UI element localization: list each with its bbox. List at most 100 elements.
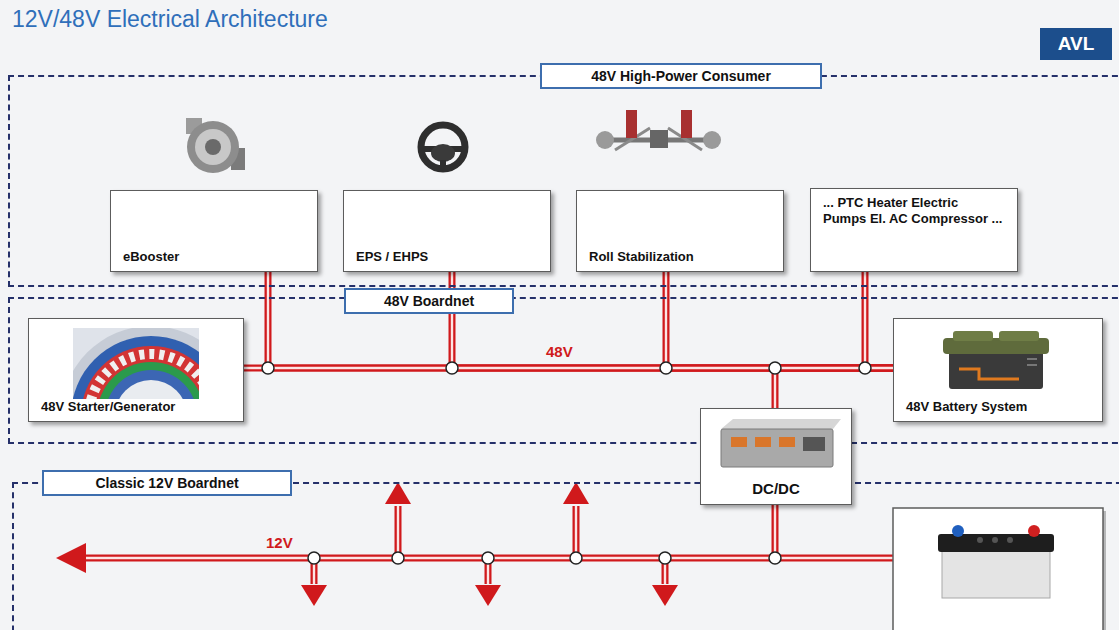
component-label: 48V Starter/Generator — [41, 399, 175, 415]
bus-12v-wire — [82, 505, 893, 584]
region-label: 48V High-Power Consumer — [591, 68, 771, 84]
bus-connector — [775, 368, 893, 408]
battery-12v-box — [942, 548, 1050, 598]
component-box: DC/DC — [700, 408, 852, 505]
region-band: 48V High-Power ConsumereBoosterEPS / EHP… — [8, 75, 1119, 287]
region-label: 48V Boardnet — [384, 293, 474, 309]
stator-image — [81, 346, 199, 399]
junction-dots — [308, 552, 320, 564]
junction-dot — [660, 362, 672, 374]
component-box: Roll Stabilization — [576, 190, 784, 272]
bus-arrowheads — [652, 585, 678, 606]
axle-icon — [703, 131, 721, 149]
battery-12v-box — [952, 525, 964, 537]
turbo-icon — [205, 139, 221, 155]
region-band: 48V Boardnet 48V Starter/Generator 48V B… — [8, 297, 1119, 444]
battery-48v-image — [953, 331, 993, 341]
component-box: 48V Battery System — [893, 318, 1103, 422]
battery-48v-image — [959, 369, 1019, 379]
steering-wheel-icon — [440, 160, 446, 169]
bus-arrowheads — [475, 585, 501, 606]
battery-48v-image — [949, 349, 1043, 389]
dcdc-image — [755, 437, 771, 447]
component-text: EPS / EHPS — [356, 249, 428, 265]
axle-icon — [596, 110, 721, 150]
dcdc-image — [721, 429, 833, 467]
turbo-icon — [186, 118, 245, 173]
bus-arrowheads — [563, 482, 589, 504]
bus-12v-wire — [82, 505, 893, 584]
component-label: DC/DC — [752, 480, 800, 498]
turbo-icon — [187, 121, 239, 173]
stator-image — [115, 380, 187, 399]
component-label: 48V Battery System — [906, 399, 1027, 415]
battery-48v-image — [939, 329, 1053, 393]
component-label: Roll Stabilization — [589, 249, 694, 265]
junction-dots — [570, 552, 582, 564]
bus-wire — [775, 368, 893, 408]
region-band: Classic 12V Boardnet — [12, 482, 1119, 630]
axle-icon — [596, 131, 614, 149]
bus-arrowheads — [56, 543, 86, 573]
turbo-icon — [195, 129, 231, 165]
junction-dot — [859, 362, 871, 374]
bus-12v-wire — [82, 505, 893, 584]
steering-wheel-icon — [421, 125, 465, 169]
battery-12v-box — [893, 508, 1103, 630]
axle-icon — [681, 110, 692, 138]
junction-dots — [659, 552, 671, 564]
battery-12v-box — [938, 534, 1054, 552]
bus-arrowheads — [385, 482, 411, 504]
dcdc-image — [803, 437, 825, 451]
bus-voltage: 12V — [266, 534, 293, 551]
logo-text: AVL — [1040, 28, 1112, 60]
component-text: DC/DC — [752, 480, 800, 498]
dcdc-image — [779, 437, 795, 447]
component-label: eBooster — [123, 249, 179, 265]
stator-image — [97, 362, 199, 399]
dcdc-image — [713, 415, 841, 471]
region-tag: 48V High-Power Consumer — [540, 63, 822, 89]
battery-48v-image — [999, 331, 1039, 341]
component-text: 48V Starter/Generator — [41, 399, 175, 415]
stator-image — [73, 336, 199, 399]
bus-arrowheads — [56, 482, 678, 606]
axle-icon — [626, 110, 637, 138]
bus-voltage: 48V — [546, 343, 573, 360]
junction-dots — [392, 552, 404, 564]
component-label: ... PTC Heater Electric Pumps El. AC Com… — [823, 195, 1005, 227]
component-text: ... PTC Heater Electric Pumps El. AC Com… — [823, 195, 1005, 227]
region-tag: 48V Boardnet — [344, 288, 514, 314]
dcdc-image — [731, 437, 747, 447]
battery-12v-box — [992, 537, 998, 543]
junction-dot — [262, 362, 274, 374]
battery-12v-box — [1028, 525, 1040, 537]
steering-wheel-icon — [421, 125, 465, 169]
junction-dots — [482, 552, 494, 564]
component-box: ... PTC Heater Electric Pumps El. AC Com… — [810, 188, 1018, 272]
bus-arrowheads — [301, 585, 327, 606]
bus-wire — [775, 368, 893, 408]
component-box: 48V Starter/Generator — [28, 318, 244, 422]
junction-dots — [308, 552, 781, 564]
junction-dot — [446, 362, 458, 374]
junction-dots — [769, 552, 781, 564]
battery-48v-image — [1027, 364, 1037, 366]
component-box: EPS / EHPS — [343, 190, 551, 272]
battery-12v-box — [1007, 537, 1013, 543]
component-box: eBooster — [110, 190, 318, 272]
battery-12v-box — [977, 537, 983, 543]
battery-12v-box — [893, 508, 1106, 630]
battery-48v-image — [1027, 358, 1037, 360]
component-text: Roll Stabilization — [589, 249, 694, 265]
component-label: EPS / EHPS — [356, 249, 428, 265]
stator-image — [89, 354, 199, 399]
region-label: Classic 12V Boardnet — [95, 475, 238, 491]
stator-image — [73, 328, 199, 399]
component-text: eBooster — [123, 249, 179, 265]
axle-icon — [650, 130, 668, 148]
region-tag: Classic 12V Boardnet — [42, 470, 292, 496]
